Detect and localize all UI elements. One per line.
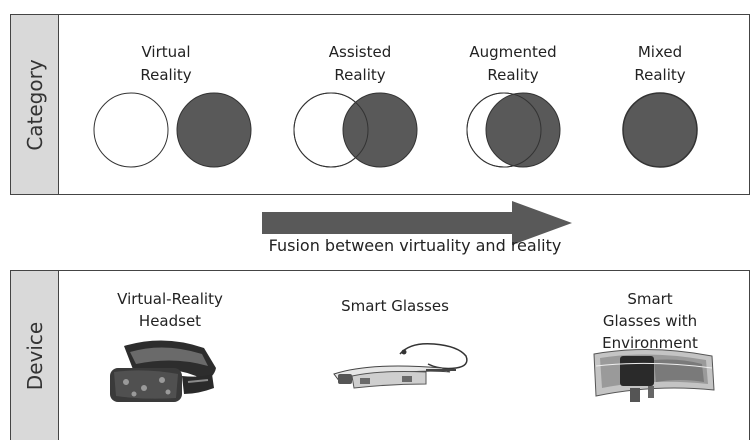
assisted-reality-diagram [293,92,418,168]
device-label-vr-headset: Virtual-Reality Headset [117,290,223,330]
virtual-circle [93,92,169,168]
device-label-smart-glasses: Smart Glasses [341,297,449,315]
virtual-circle-outline [466,92,542,168]
device-side-label: Device [22,321,47,390]
category-label-mixed-reality: Mixed Reality [634,43,686,84]
smart-glasses-icon [333,342,468,389]
fusion-arrow-label: Fusion between virtuality and reality [268,236,562,255]
augmented-reality-diagram [466,92,561,168]
reality-circle [176,92,252,168]
category-label-assisted-reality: Assisted Reality [328,43,392,84]
mixed-reality-diagram [622,92,698,168]
mixed-circle [622,92,698,168]
category-side-tab: Category [11,15,59,194]
category-label-augmented-reality: Augmented Reality [469,43,557,84]
mixed-reality-headset-icon [593,348,715,402]
category-circles [93,92,698,168]
fusion-arrow-icon [262,201,572,245]
reality-circle [342,92,418,168]
reality-circle [485,92,561,168]
virtual-circle-outline [293,92,369,168]
virtual-reality-diagram [93,92,252,168]
vr-headset-icon [110,340,216,402]
category-label-virtual-reality: Virtual Reality [140,43,192,84]
device-side-tab: Device [11,271,59,440]
